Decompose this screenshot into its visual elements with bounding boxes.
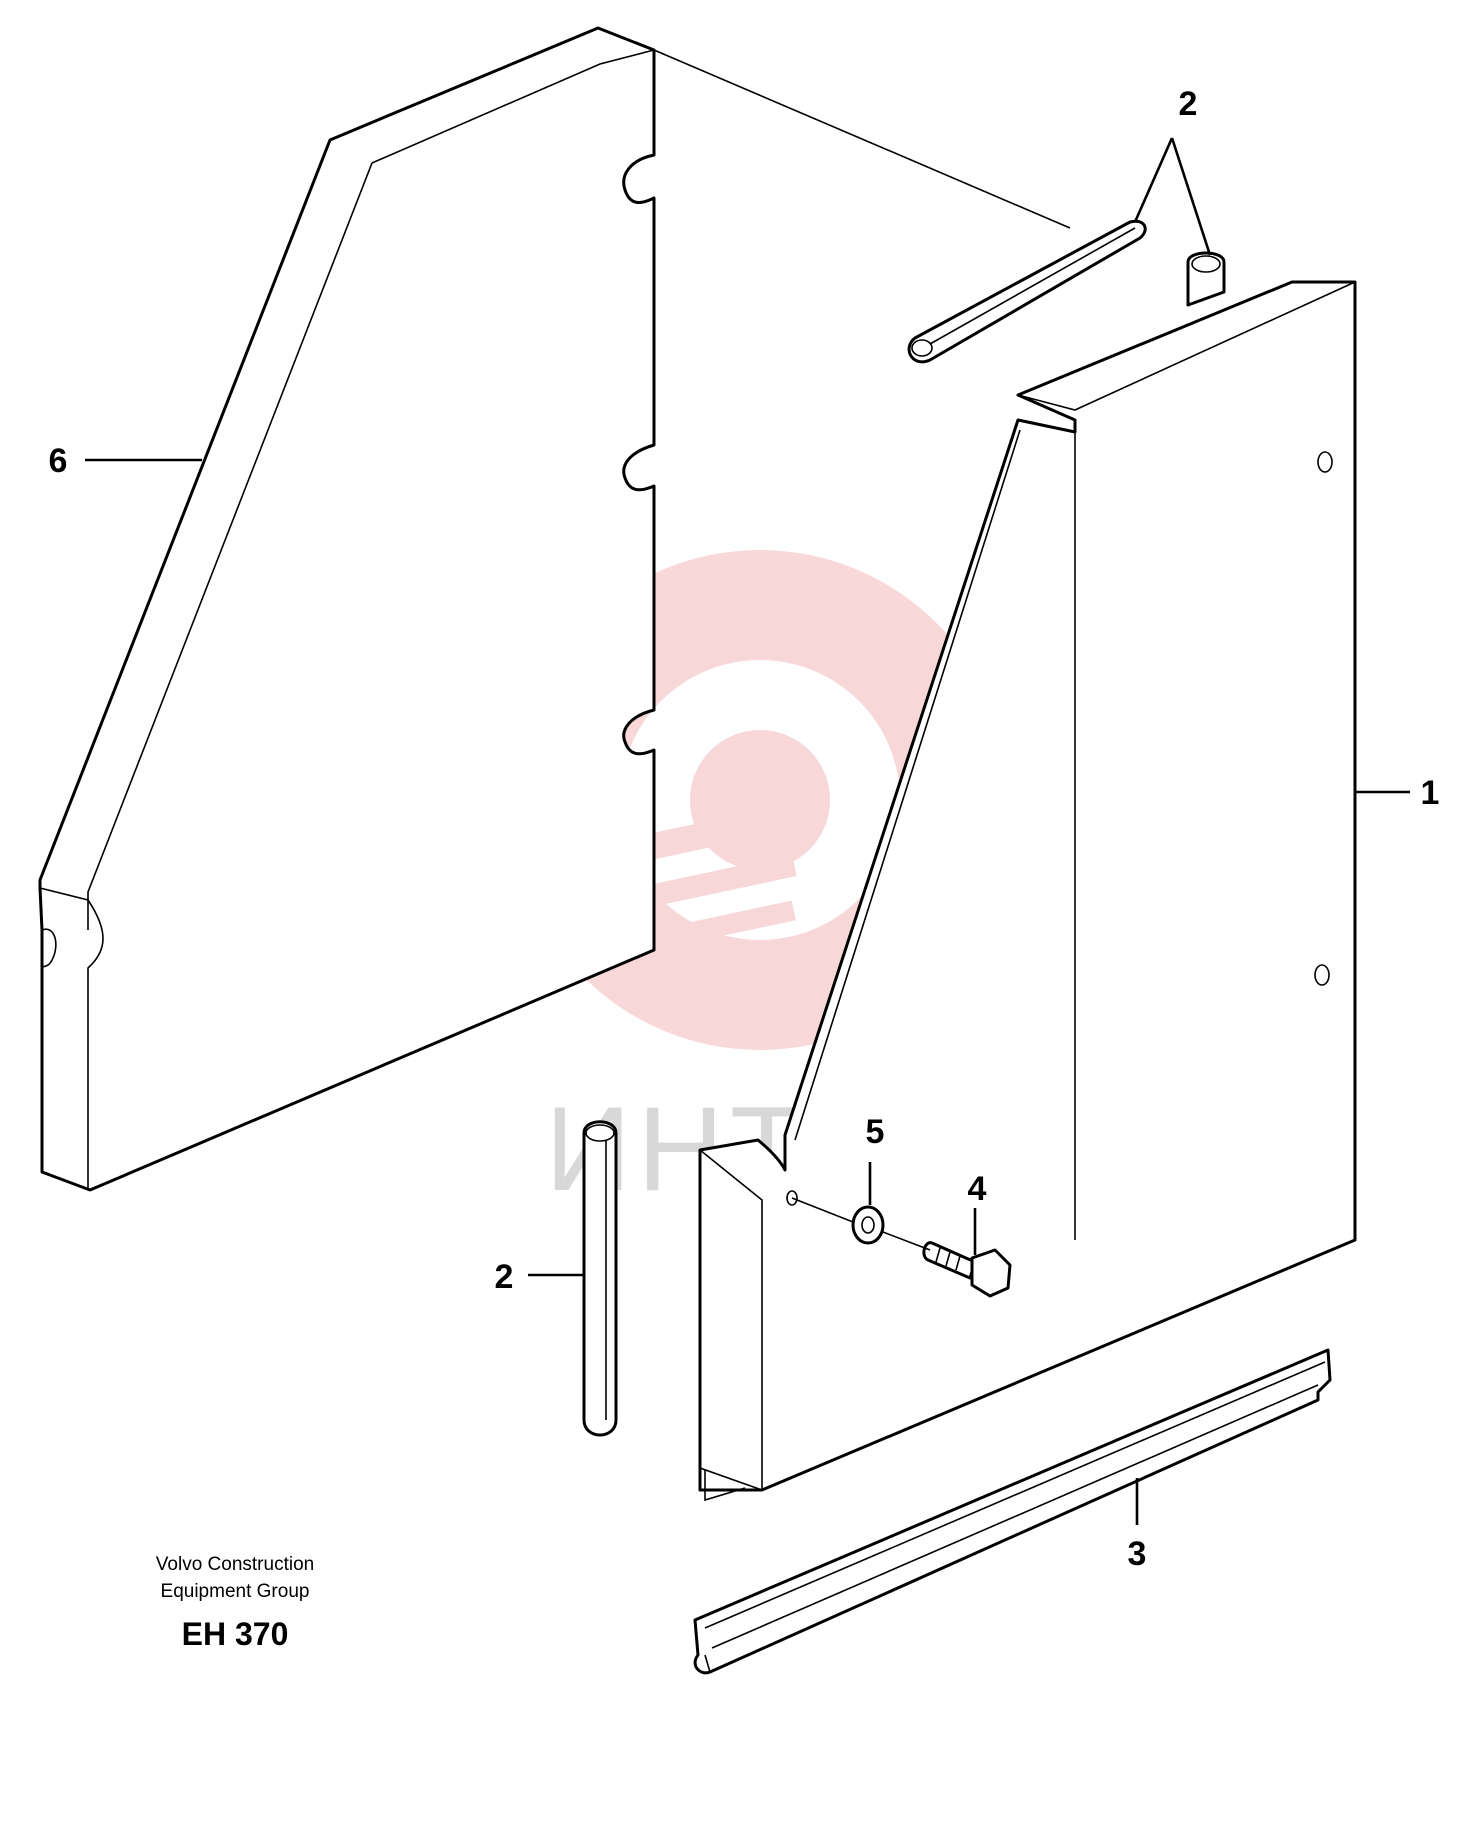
- drawing-code: EH 370: [182, 1616, 289, 1652]
- mounting-hole: [786, 1190, 798, 1206]
- callout-4: 4: [968, 1170, 987, 1208]
- part-2-rubber-strip-left: [582, 1120, 618, 1437]
- callout-3: 3: [1128, 1535, 1147, 1573]
- callout-1: 1: [1421, 774, 1440, 812]
- leader-2-top-b: [1170, 137, 1212, 256]
- assembly-line-6-to-1: [653, 49, 1071, 229]
- publisher-line-2: Equipment Group: [161, 1581, 310, 1602]
- assembly-line-hole-to-washer: [791, 1197, 854, 1223]
- part-1-panel: [698, 280, 1357, 1502]
- callout-2-left: 2: [495, 1258, 514, 1296]
- leader-2-top-a: [1133, 137, 1174, 223]
- part-5-washer: [851, 1205, 885, 1245]
- part-3-bottom-strip: [693, 1348, 1332, 1675]
- publisher-line-1: Volvo Construction: [156, 1554, 314, 1575]
- callout-6: 6: [49, 442, 68, 480]
- part-2-rubber-strip-top: [907, 219, 1147, 364]
- assembly-line-washer-to-bolt: [882, 1231, 931, 1251]
- callout-5: 5: [866, 1113, 885, 1151]
- part-6-side-panel: [38, 26, 656, 1192]
- callout-2-top: 2: [1179, 85, 1198, 123]
- part-2-rubber-strip-vertical-top: [1186, 251, 1226, 307]
- part-4-bolt: [922, 1241, 1012, 1298]
